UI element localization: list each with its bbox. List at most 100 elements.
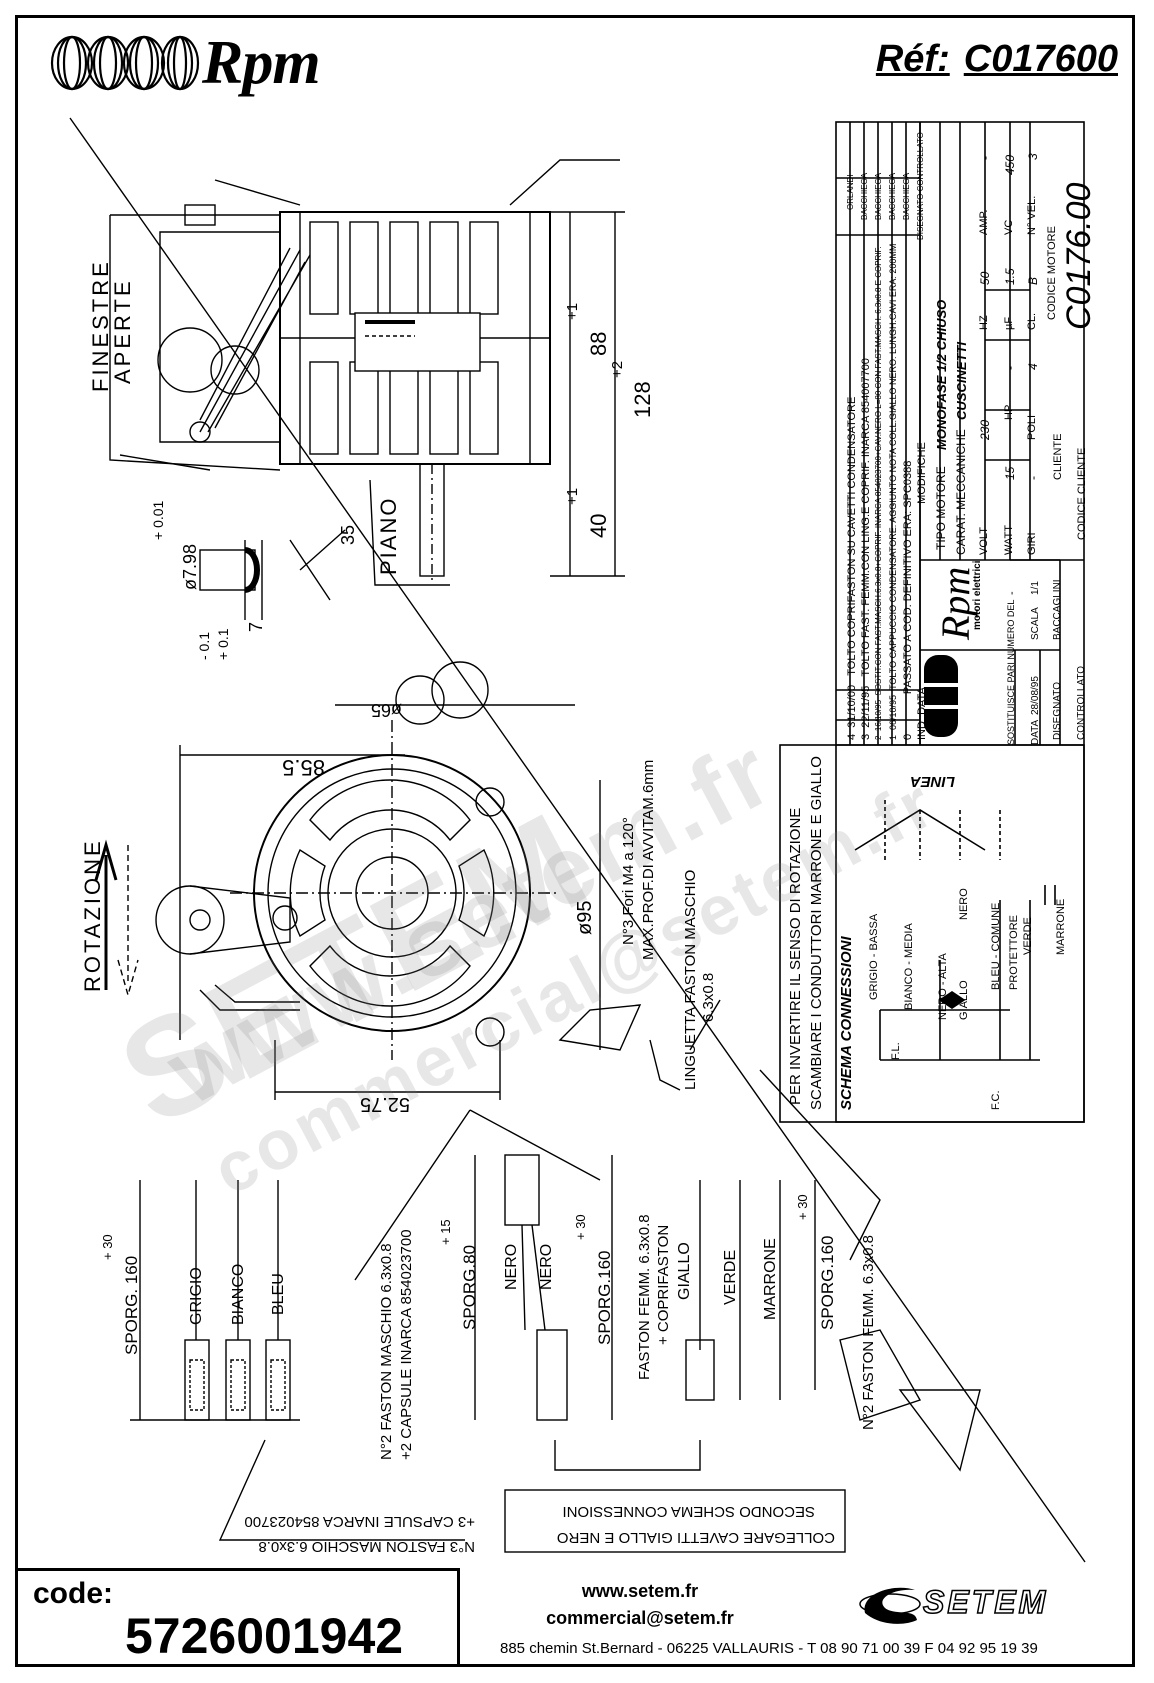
- faston2-line1: N°2 FASTON MASCHIO 6.3x0.8: [378, 1243, 395, 1460]
- rev-0: 0 PASSATO A COD. DEFINITIVO ERA: SPC0388: [902, 460, 914, 740]
- invert-note-1: PER INVERTIRE IL SENSO DI ROTAZIONE: [787, 807, 804, 1105]
- sporg-160-mid: SPORG.160: [595, 1250, 614, 1346]
- wire-bleu: BLEU - COMUNE: [990, 902, 1002, 990]
- carat-label: CARAT. MECCANICHE: [954, 429, 968, 555]
- collegare-line1: COLLEGARE CAVETTI GIALLO E NERO: [556, 1529, 835, 1546]
- section-line: [69, 117, 1086, 1563]
- code-label: code:: [33, 1577, 114, 1610]
- holes-note: N°3 Fori M4 a 120°: [620, 817, 637, 945]
- dim-88: 88: [586, 331, 611, 356]
- spec-hz-label: HZ: [978, 315, 990, 330]
- spec-volt: 230: [978, 419, 992, 440]
- sporg-160-left: SPORG. 160: [122, 1255, 141, 1355]
- email-link[interactable]: commercial@setem.fr: [546, 1608, 734, 1628]
- wire-protettore: PROTETTORE: [1008, 915, 1020, 990]
- tipo-motore: MONOFASE 1/2 CHIUSO: [934, 299, 949, 450]
- sporg-160-mid-tol: + 30: [573, 1214, 588, 1240]
- disegnato-value: BACCAGLINI: [1052, 579, 1063, 640]
- wire-verde: VERDE: [1022, 917, 1034, 955]
- lead-grigio: GRIGIO: [188, 1267, 205, 1325]
- sostituisce: SOSTITUISCE PARI NUMERO DEL: [1006, 599, 1016, 745]
- lead-connectors-left: [184, 1180, 291, 1421]
- dim-128-tol: +2: [609, 360, 626, 378]
- lead-nero-2: NERO: [538, 1243, 555, 1290]
- spec-volt-label: VOLT: [978, 527, 990, 555]
- faston3-line2: +3 CAPSULE INARCA 854023700: [244, 1513, 475, 1530]
- fc-label: F.C.: [990, 1090, 1002, 1110]
- faston3-line1: N°3 FASTON MASCHIO 6.3x0.8: [258, 1538, 475, 1555]
- shaft-diameter: ø7.98: [180, 543, 200, 590]
- wire-marrone: MARRONE: [1055, 898, 1067, 955]
- controllato-label: CONTROLLATO: [1076, 665, 1087, 740]
- sporg-160-left-tol: + 30: [100, 1234, 115, 1260]
- dim-88-tol: +1: [564, 302, 581, 320]
- lead-nero-1: NERO: [503, 1243, 520, 1290]
- website-link[interactable]: www.setem.fr: [581, 1581, 699, 1601]
- rev-4-by: ORLANDI: [846, 174, 855, 210]
- spec-uf-label: µF: [1003, 316, 1015, 330]
- dim-40: 40: [586, 513, 611, 538]
- wire-giallo: GIALLO: [958, 980, 970, 1020]
- aperte-label: APERTE: [110, 278, 135, 384]
- holes-depth-note: MAX.PROF.DI AVVITAM.6mm: [640, 759, 657, 960]
- sostituisce-value: -: [1006, 591, 1018, 595]
- wire-bianco: BIANCO - MEDIA: [903, 923, 915, 1010]
- rev-header-by: DISEGNATO CONTROLLATO: [916, 132, 925, 240]
- linguetta-size: 6.3x0.8: [700, 972, 717, 1022]
- spec-poli: 4: [1026, 363, 1040, 370]
- shaft-length-tol2: + 0.1: [215, 628, 231, 660]
- data-value: 28/08/95: [1030, 676, 1041, 715]
- linea-label: LINEA: [910, 773, 955, 790]
- dia-65: ø65: [370, 700, 402, 720]
- rev-header: IND DATA MODIFICHE: [916, 442, 928, 740]
- shaft-tolerance: + 0.01: [150, 500, 166, 540]
- spec-vel-label: N° VEL.: [1026, 195, 1038, 235]
- scala-value: 1/1: [1030, 581, 1041, 595]
- spec-watt: 15: [1003, 466, 1017, 480]
- rev-3-by: BACCHIEGA: [860, 172, 869, 220]
- spec-hp: -: [1003, 366, 1017, 370]
- spec-poli-label: POLI: [1026, 414, 1038, 440]
- shaft-length-tol: - 0.1: [196, 631, 212, 660]
- dim-128: 128: [630, 381, 655, 418]
- spec-giri-label: GIRI: [1026, 532, 1038, 555]
- wire-nero: NERO: [958, 888, 970, 920]
- spec-cl: B: [1026, 276, 1040, 285]
- spec-vc: 450: [1003, 154, 1017, 175]
- codice-motore-label: CODICE MOTORE: [1046, 226, 1058, 320]
- linguetta-note: LINGUETTA FASTON MASCHIO: [682, 869, 699, 1090]
- rpm-title-logo-icon: [924, 655, 958, 737]
- lead-marrone: MARRONE: [762, 1238, 779, 1320]
- code-box: code: 5726001942: [15, 1568, 460, 1667]
- setem-logo-text: SETEM: [922, 1583, 1049, 1621]
- rev-2-by: BACCHIEGA: [874, 172, 883, 220]
- codice-cliente-label: CODICE CLIENTE: [1076, 447, 1088, 540]
- sporg-160-right: SPORG.160: [818, 1235, 837, 1331]
- spec-amp-label: AMP.: [978, 209, 990, 235]
- lead-giallo: GIALLO: [676, 1242, 693, 1300]
- shaft-length: 7: [246, 621, 266, 632]
- spec-cl-label: CL.: [1026, 312, 1038, 330]
- setem-swirl-icon: [859, 1587, 921, 1624]
- rev-0-by: BACCHIEGA: [902, 172, 911, 220]
- dim-52: 52.75: [359, 1093, 410, 1115]
- ref-value: C017600: [963, 38, 1118, 80]
- tipo-motore-label: TIPO MOTORE: [934, 466, 948, 550]
- data-label: DATA: [1030, 719, 1041, 745]
- collegare-line2: SECONDO SCHEMA CONNESSIONI: [562, 1503, 815, 1520]
- spec-amp: -: [978, 156, 992, 160]
- cliente-label: CLIENTE: [1052, 433, 1064, 480]
- rev-2: 2 16/10/95 SOSTIT.CON FAST.MASCH.6.3x0.8…: [874, 246, 883, 740]
- lead-verde: VERDE: [722, 1249, 739, 1305]
- rpm-title-sub: motori elettrici: [972, 560, 983, 630]
- dia-95: ø95: [574, 900, 596, 935]
- angle-label: 35: [338, 524, 358, 545]
- faston2-line2: +2 CAPSULE INARCA 854023700: [398, 1229, 415, 1460]
- sporg-160-right-tol: + 30: [795, 1194, 810, 1220]
- spec-hz: 50: [978, 271, 992, 285]
- sporg-80-tol: + 15: [438, 1219, 453, 1245]
- rev-4: 4 31/10/00 TOLTO COPRIFASTON SU CAVETTI …: [846, 396, 858, 740]
- sporg-80: SPORG.80: [460, 1244, 479, 1330]
- scala-label: SCALA: [1030, 607, 1041, 640]
